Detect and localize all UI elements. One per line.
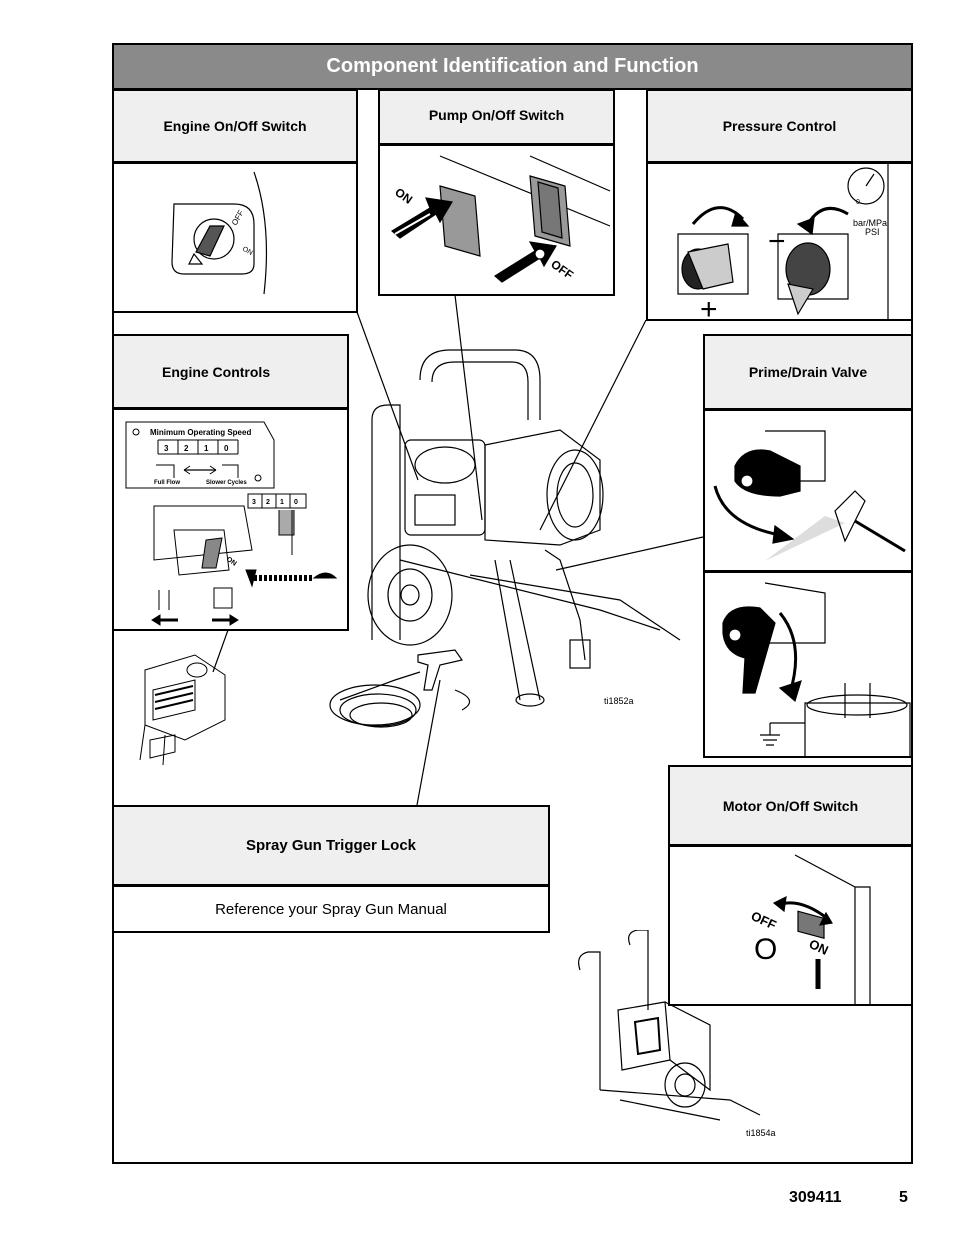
- pressure-gauge-zero: 0: [856, 199, 860, 206]
- engine-controls-title: Engine Controls: [162, 363, 271, 380]
- prime-drain-spray-illustration: [713, 430, 906, 561]
- engine-switch-title: Engine On/Off Switch: [163, 118, 307, 134]
- pressure-control-illustration: 0 bar/MPa PSI + −: [677, 164, 889, 321]
- page-number: 5: [899, 1189, 908, 1206]
- lever-scale-0: 0: [294, 499, 298, 506]
- leader-trigger-lock: [416, 679, 441, 806]
- min-operating-speed-label: Minimum Operating Speed: [150, 428, 251, 437]
- prime-drain-header: Prime/Drain Valve: [703, 334, 913, 410]
- speed-scale-1: 1: [204, 444, 209, 453]
- trigger-lock-note-box: Reference your Spray Gun Manual: [112, 885, 550, 933]
- leader-prime-drain: [555, 536, 704, 571]
- prime-drain-spray-panel: [703, 409, 913, 572]
- speed-scale-2: 2: [184, 444, 189, 453]
- trigger-lock-header: Spray Gun Trigger Lock: [112, 805, 550, 886]
- prime-drain-drain-panel: [703, 571, 913, 758]
- speed-scale-3: 3: [164, 444, 169, 453]
- pump-switch-off-label: OFF: [548, 257, 576, 282]
- figure-id-motor: ti1854a: [746, 1128, 776, 1138]
- engine-controls-panel: Minimum Operating Speed 3 2 1 0 3 2 1 0 …: [112, 408, 349, 631]
- full-flow-label: Full Flow: [154, 480, 180, 486]
- motor-switch-illustration: OFF ON O: [749, 854, 871, 1004]
- motor-switch-title: Motor On/Off Switch: [722, 797, 859, 814]
- trigger-lock-title: Spray Gun Trigger Lock: [245, 837, 417, 854]
- pump-switch-illustration: ON OFF: [390, 155, 611, 283]
- trigger-lock-note: Reference your Spray Gun Manual: [215, 900, 447, 918]
- pressure-control-header: Pressure Control: [646, 89, 913, 163]
- lever-scale-2: 2: [266, 499, 270, 506]
- pump-switch-title: Pump On/Off Switch: [428, 107, 565, 123]
- pressure-control-title: Pressure Control: [722, 118, 837, 134]
- prime-drain-drain-illustration: [722, 582, 911, 756]
- leader-pressure-control: [539, 319, 647, 531]
- engine-switch-illustration: OFF ON: [171, 171, 268, 295]
- figure-id-main: ti1852a: [604, 696, 634, 706]
- lever-scale-3: 3: [252, 499, 256, 506]
- pressure-units-label: bar/MPa: [853, 218, 887, 228]
- pressure-plus-symbol: +: [700, 293, 718, 321]
- pressure-units2-label: PSI: [865, 227, 880, 237]
- leader-engine-controls: [212, 629, 229, 673]
- motor-switch-header: Motor On/Off Switch: [668, 765, 913, 846]
- engine-closeup-illustration: [139, 654, 226, 766]
- engine-switch-header: Engine On/Off Switch: [112, 89, 358, 163]
- pressure-minus-symbol: −: [768, 225, 786, 258]
- prime-drain-title: Prime/Drain Valve: [748, 364, 868, 380]
- motor-switch-off-symbol: O: [754, 933, 777, 966]
- pump-switch-panel: ON OFF: [378, 144, 615, 296]
- engine-controls-illustration: Minimum Operating Speed 3 2 1 0 3 2 1 0 …: [125, 421, 338, 626]
- lever-scale-1: 1: [280, 499, 284, 506]
- pressure-control-panel: 0 bar/MPa PSI + −: [646, 162, 913, 321]
- leader-engine-switch: [356, 311, 419, 481]
- pump-switch-on-label: ON: [392, 185, 415, 207]
- leader-pump-switch: [454, 294, 483, 521]
- speed-scale-0: 0: [224, 444, 229, 453]
- engine-switch-on-label: ON: [241, 246, 254, 257]
- motor-switch-panel: OFF ON O: [668, 845, 913, 1006]
- engine-switch-panel: OFF ON: [112, 162, 358, 313]
- slower-cycles-label: Slower Cycles: [206, 480, 247, 486]
- pump-switch-header: Pump On/Off Switch: [378, 89, 615, 145]
- motor-switch-on-label: ON: [807, 936, 831, 958]
- doc-number: 309411: [789, 1189, 842, 1206]
- engine-controls-on-label: ON: [225, 556, 238, 568]
- engine-controls-header: Engine Controls: [112, 334, 349, 409]
- engine-switch-off-label: OFF: [230, 209, 246, 227]
- motor-closeup-illustration: ti1854a: [578, 930, 776, 1138]
